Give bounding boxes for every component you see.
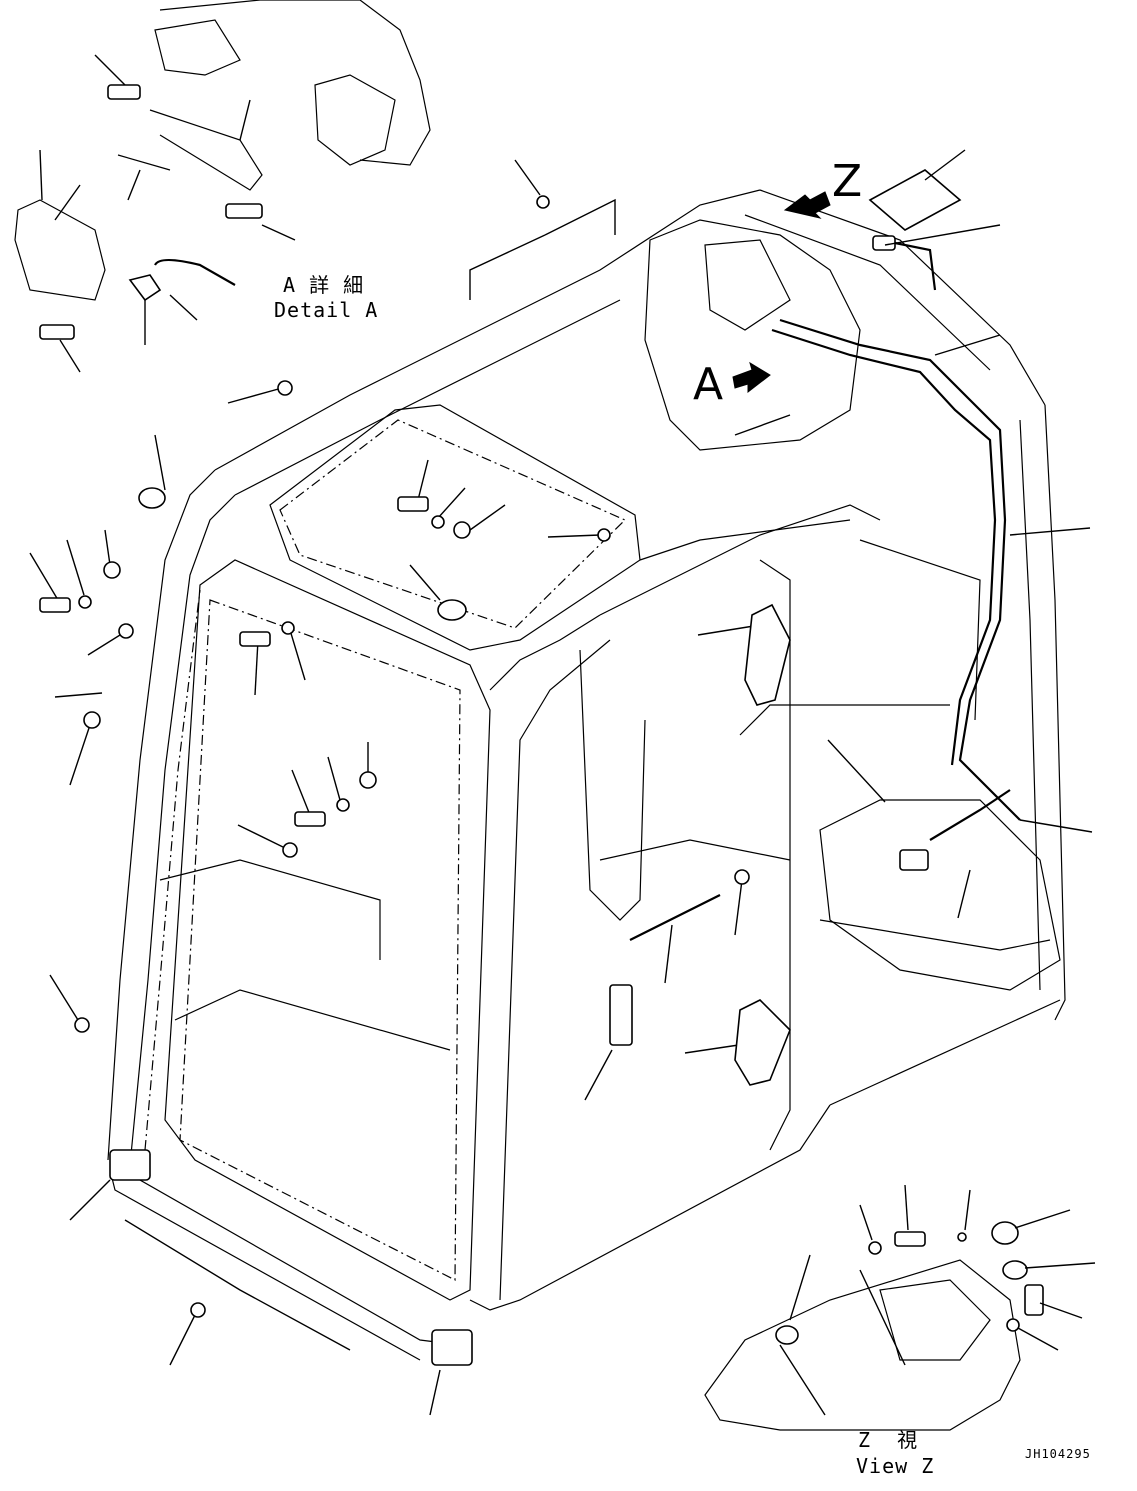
detail-a-caption-en: Detail A [274, 298, 379, 322]
detail-a-letter: A [693, 359, 724, 410]
wiring-harness [584, 149, 1093, 1101]
view-arrow-icon [732, 361, 771, 394]
bolt-icon [107, 84, 141, 100]
view-z-assembly [704, 1184, 1096, 1431]
detail-a-caption-jp: A 詳 細 [283, 273, 365, 297]
view-z-caption-en: View Z [856, 1454, 935, 1478]
view-z-caption-jp: Z 視 [858, 1428, 919, 1452]
cab-frame [107, 189, 1066, 1366]
detail-a-assembly [14, 0, 431, 373]
view-arrow-icon [783, 191, 831, 219]
fastener-callouts [29, 159, 616, 1416]
drawing-code: JH104295 [1025, 1447, 1091, 1461]
bolt-icon [225, 203, 263, 219]
bolt-icon [39, 324, 75, 340]
view-z-letter: Z [832, 156, 863, 207]
